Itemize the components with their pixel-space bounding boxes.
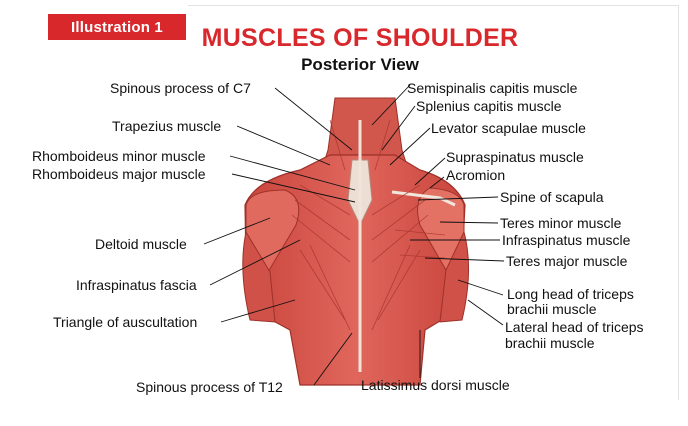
muscle-fibers [291,119,446,331]
right-upper-arm [439,230,469,323]
frame-right-line [678,5,679,400]
page-subtitle: Posterior View [301,55,419,74]
label-trapezius: Trapezius muscle [112,118,222,134]
label-latissimus: Latissimus dorsi muscle [361,377,510,393]
label-spinous-c7: Spinous process of C7 [110,80,251,96]
page-title: MUSCLES OF SHOULDER [201,24,519,52]
label-teres-minor: Teres minor muscle [500,215,622,231]
label-infraspinatus-fascia: Infraspinatus fascia [76,277,197,293]
label-acromion: Acromion [446,167,506,183]
label-rhomboid-minor: Rhomboideus minor muscle [32,148,206,164]
label-lateral-head-triceps-2: brachii muscle [505,335,595,351]
label-levator: Levator scapulae muscle [431,120,586,136]
label-supraspinatus: Supraspinatus muscle [446,149,584,165]
label-splenius: Splenius capitis muscle [416,98,562,114]
scapula-spine-right [391,190,456,207]
label-semispinalis: Semispinalis capitis muscle [407,80,578,96]
label-triangle-auscultation: Triangle of auscultation [53,314,198,330]
label-teres-major: Teres major muscle [506,253,628,269]
label-infraspinatus: Infraspinatus muscle [502,232,631,248]
label-spine-scapula: Spine of scapula [500,189,604,205]
label-lateral-head-triceps-1: Lateral head of triceps [505,319,644,335]
label-deltoid: Deltoid muscle [95,236,187,252]
leader-lines [203,84,505,386]
illustration-badge: Illustration 1 [48,14,186,40]
left-upper-arm [242,230,276,323]
label-spinous-t12: Spinous process of T12 [136,379,283,395]
label-long-head-triceps-2: brachii muscle [507,301,597,317]
label-long-head-triceps-1: Long head of triceps [507,286,634,302]
label-rhomboid-major: Rhomboideus major muscle [32,166,206,182]
frame-top-line [188,5,678,6]
